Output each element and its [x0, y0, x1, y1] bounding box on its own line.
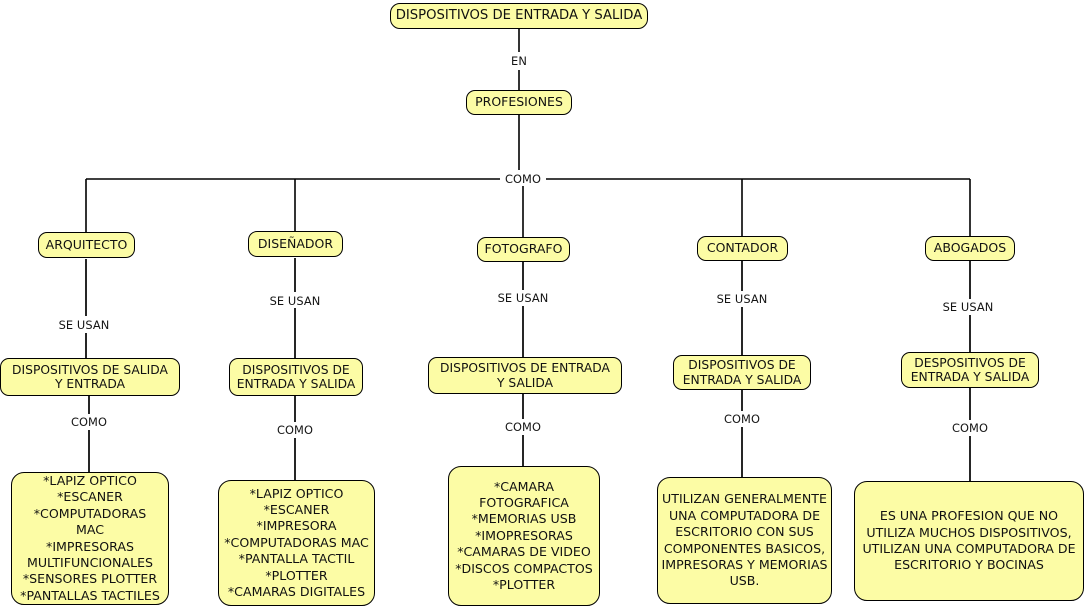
edge-label-se-usan-3: SE USAN: [494, 291, 552, 305]
node-details-arquitecto[interactable]: *LAPIZ OPTICO *ESCANER *COMPUTADORAS MAC…: [11, 472, 169, 605]
node-details-label: *LAPIZ OPTICO *ESCANER *IMPRESORA *COMPU…: [224, 485, 369, 599]
edge-label-en: EN: [508, 54, 530, 68]
node-devices-fotografo[interactable]: DISPOSITIVOS DE ENTRADA Y SALIDA: [428, 357, 622, 394]
node-profession-fotografo[interactable]: FOTOGRAFO: [477, 237, 570, 262]
node-devices-disenador[interactable]: DISPOSITIVOS DE ENTRADA Y SALIDA: [229, 358, 363, 396]
node-profession-abogados[interactable]: ABOGADOS: [925, 236, 1015, 261]
node-profession-label: ARQUITECTO: [45, 236, 128, 252]
node-devices-label: DISPOSITIVOS DE ENTRADA Y SALIDA: [440, 361, 610, 390]
node-details-label: ES UNA PROFESION QUE NO UTILIZA MUCHOS D…: [862, 508, 1076, 573]
node-details-label: UTILIZAN GENERALMENTE UNA COMPUTADORA DE…: [661, 491, 828, 589]
node-devices-arquitecto[interactable]: DISPOSITIVOS DE SALIDA Y ENTRADA: [0, 358, 180, 396]
edge-label-se-usan-2: SE USAN: [266, 294, 324, 308]
node-devices-contador[interactable]: DISPOSITIVOS DE ENTRADA Y SALIDA: [673, 355, 811, 390]
edge-label-como-bus: COMO: [501, 172, 545, 186]
node-devices-label: DISPOSITIVOS DE SALIDA Y ENTRADA: [12, 362, 168, 392]
node-details-disenador[interactable]: *LAPIZ OPTICO *ESCANER *IMPRESORA *COMPU…: [218, 480, 375, 606]
edge-label-se-usan-1: SE USAN: [55, 318, 113, 332]
node-profesiones-label: PROFESIONES: [475, 94, 563, 110]
node-details-abogados[interactable]: ES UNA PROFESION QUE NO UTILIZA MUCHOS D…: [854, 481, 1084, 601]
node-details-label: *CAMARA FOTOGRAFICA *MEMORIAS USB *IMOPR…: [455, 478, 593, 592]
node-profesiones[interactable]: PROFESIONES: [466, 90, 572, 115]
edge-label-se-usan-5: SE USAN: [939, 300, 997, 314]
edge-label-como-2: COMO: [273, 423, 317, 437]
edge-label-como-5: COMO: [948, 421, 992, 435]
node-devices-label: DESPOSITIVOS DE ENTRADA Y SALIDA: [910, 355, 1030, 385]
edge-label-como-3: COMO: [501, 420, 545, 434]
node-root-label: DISPOSITIVOS DE ENTRADA Y SALIDA: [395, 8, 643, 24]
node-profession-label: DISEÑADOR: [257, 235, 334, 251]
node-profession-label: FOTOGRAFO: [484, 241, 563, 257]
node-profession-label: ABOGADOS: [933, 240, 1007, 256]
node-profession-arquitecto[interactable]: ARQUITECTO: [38, 232, 135, 258]
node-profession-contador[interactable]: CONTADOR: [697, 236, 788, 261]
edge-label-se-usan-4: SE USAN: [713, 292, 771, 306]
node-root[interactable]: DISPOSITIVOS DE ENTRADA Y SALIDA: [390, 3, 648, 29]
node-details-fotografo[interactable]: *CAMARA FOTOGRAFICA *MEMORIAS USB *IMOPR…: [448, 466, 600, 606]
node-devices-abogados[interactable]: DESPOSITIVOS DE ENTRADA Y SALIDA: [901, 352, 1039, 388]
node-profession-disenador[interactable]: DISEÑADOR: [248, 231, 343, 257]
edge-label-como-4: COMO: [720, 412, 764, 426]
node-details-label: *LAPIZ OPTICO *ESCANER *COMPUTADORAS MAC…: [20, 473, 160, 603]
edge-label-como-1: COMO: [67, 415, 111, 429]
node-devices-label: DISPOSITIVOS DE ENTRADA Y SALIDA: [236, 362, 356, 392]
node-profession-label: CONTADOR: [706, 240, 779, 256]
node-details-contador[interactable]: UTILIZAN GENERALMENTE UNA COMPUTADORA DE…: [657, 477, 832, 604]
node-devices-label: DISPOSITIVOS DE ENTRADA Y SALIDA: [682, 358, 802, 387]
